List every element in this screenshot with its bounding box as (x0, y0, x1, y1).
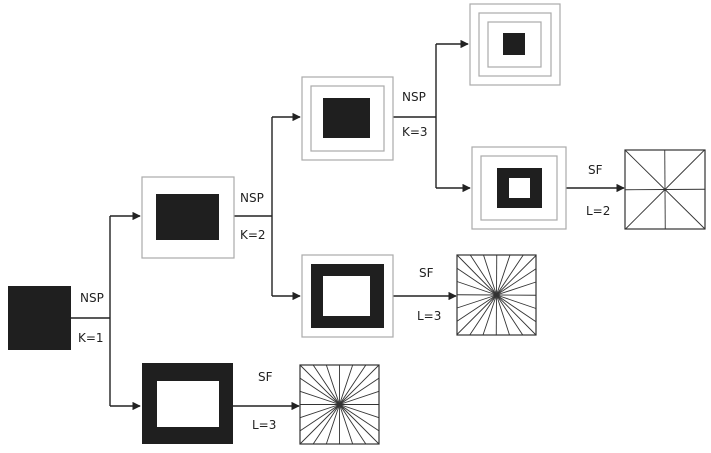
sector-line (312, 404, 340, 445)
sector-line (456, 294, 497, 309)
sector-line (339, 390, 380, 405)
sector-line (664, 189, 706, 230)
label-nsp-2: NSP (240, 191, 264, 205)
label-k3: K=3 (402, 125, 428, 139)
sector-line (325, 364, 340, 405)
sector-line (339, 404, 380, 445)
sector-line (299, 364, 340, 405)
label-nsp-3: NSP (402, 90, 426, 104)
sector-grid-l2 (624, 149, 706, 230)
sector-line (496, 294, 537, 336)
sector-line (496, 281, 537, 296)
label-k2: K=2 (240, 228, 266, 242)
sector-line (299, 404, 340, 432)
sector-line (496, 294, 537, 323)
sector-line (483, 254, 497, 296)
label-sf-b3: SF (258, 370, 273, 384)
sector-line (339, 377, 380, 405)
block-k1-nsp (141, 176, 235, 259)
label-sf-b5: SF (419, 266, 434, 280)
sector-line (482, 294, 497, 336)
sector-line (456, 267, 497, 296)
sector-line (339, 404, 380, 432)
sector-line (339, 364, 367, 405)
sector-line (339, 404, 354, 445)
sector-line (496, 254, 524, 296)
label-nsp-1: NSP (80, 291, 104, 305)
sector-grid-l3-bottom (299, 364, 380, 445)
sector-line (496, 294, 537, 309)
sector-line (625, 189, 666, 230)
block-k1-hollow (142, 363, 233, 444)
label-l3-bottom: L=3 (252, 418, 276, 432)
block-k2-nsp (301, 76, 394, 161)
label-k1: K=1 (78, 331, 104, 345)
sector-line (456, 294, 497, 322)
source-block (8, 286, 71, 350)
label-l3-middle: L=3 (417, 309, 441, 323)
connectors (71, 39, 625, 411)
sector-line (325, 404, 340, 445)
sector-line (496, 268, 537, 296)
sector-line (469, 254, 497, 296)
sector-line (339, 404, 380, 419)
sector-line (456, 281, 497, 296)
sector-line (664, 149, 705, 190)
sector-line (456, 254, 497, 296)
block-k3-hollow (471, 146, 567, 230)
sector-line (299, 390, 340, 405)
label-l2: L=2 (586, 204, 610, 218)
sector-line (299, 377, 340, 405)
sector-line (312, 364, 340, 405)
sector-line (299, 404, 340, 445)
sector-line (456, 294, 497, 335)
sector-line (339, 364, 380, 405)
sector-line (339, 404, 367, 445)
block-k3-nsp (469, 3, 561, 86)
sector-line (496, 255, 537, 296)
sector-line (496, 294, 510, 336)
block-k2-hollow (301, 254, 394, 338)
sector-line (299, 404, 340, 419)
sector-line (339, 364, 354, 405)
sector-line (624, 149, 666, 190)
sector-line (496, 294, 524, 336)
sector-line (469, 294, 497, 336)
sector-line (496, 254, 511, 296)
sector-grid-l3-middle (456, 254, 537, 336)
label-sf-b7: SF (588, 163, 603, 177)
